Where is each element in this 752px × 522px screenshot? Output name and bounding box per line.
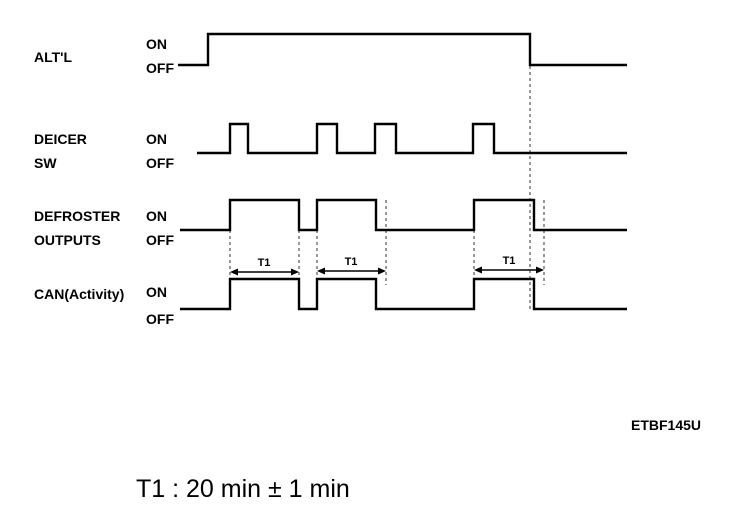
waveform-deicer-sw	[197, 122, 627, 155]
off-label-deicer: OFF	[146, 155, 174, 171]
t1-interval-3: T1	[474, 255, 544, 274]
signal-label-sw: SW	[34, 155, 57, 171]
on-label-altl: ON	[146, 36, 167, 52]
on-label-defroster: ON	[146, 208, 167, 224]
off-label-altl: OFF	[146, 60, 174, 76]
waveform-defroster-outputs	[180, 198, 627, 232]
figure-code: ETBF145U	[631, 417, 701, 433]
t1-label: T1	[345, 256, 358, 268]
arrowhead-right-icon	[536, 266, 544, 274]
arrowhead-left-icon	[230, 268, 238, 276]
off-label-can: OFF	[146, 311, 174, 327]
arrowhead-left-icon	[317, 267, 325, 275]
waveform-can-activity	[180, 277, 627, 311]
signal-label-defroster: DEFROSTER	[34, 208, 120, 224]
on-label-can: ON	[146, 284, 167, 300]
on-label-deicer: ON	[146, 131, 167, 147]
off-label-defroster: OFF	[146, 232, 174, 248]
waveform-altl	[178, 32, 627, 67]
arrowhead-right-icon	[291, 268, 299, 276]
signal-label-deicer: DEICER	[34, 131, 87, 147]
t1-interval-2: T1	[317, 256, 386, 275]
t1-label: T1	[503, 255, 516, 267]
arrowhead-left-icon	[474, 266, 482, 274]
signal-label-can: CAN(Activity)	[34, 286, 124, 302]
signal-label-altl: ALT'L	[34, 49, 73, 65]
t1-interval-1: T1	[230, 257, 299, 276]
timing-guides	[229, 66, 545, 312]
signal-label-outputs: OUTPUTS	[34, 232, 101, 248]
t1-definition: T1 : 20 min ± 1 min	[136, 475, 350, 503]
arrowhead-right-icon	[378, 267, 386, 275]
t1-label: T1	[258, 257, 271, 269]
